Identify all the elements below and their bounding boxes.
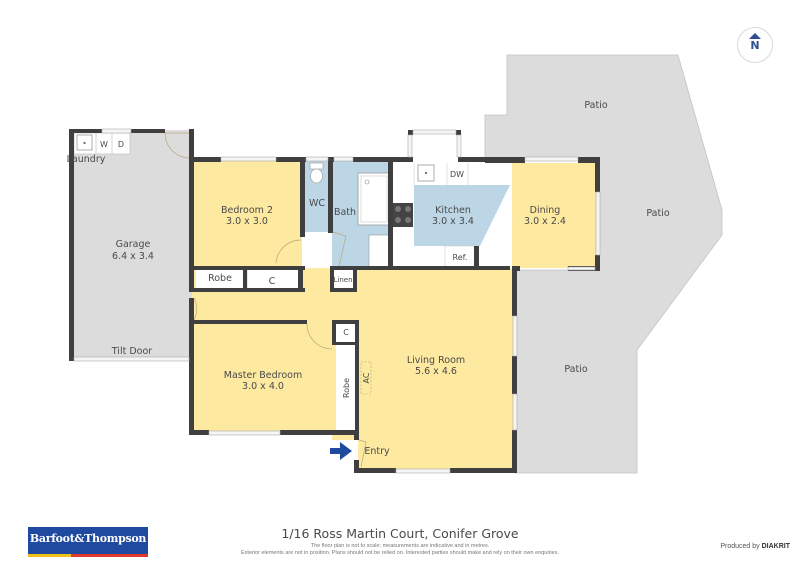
garage-area <box>70 130 192 360</box>
robe-1-label: Robe <box>208 273 232 284</box>
cooktop-icon <box>393 203 413 227</box>
kitchen-size: 3.0 x 3.4 <box>432 216 474 227</box>
producer-brand: DIAKRIT <box>761 543 790 550</box>
entry-arrow-icon <box>330 442 352 460</box>
bedroom-2-label: Bedroom 2 <box>221 205 273 216</box>
fridge-label: Ref. <box>453 253 468 262</box>
bedroom-2-size: 3.0 x 3.0 <box>226 216 268 227</box>
agency-logo: Barfoot&Thompson <box>28 527 148 557</box>
windows <box>73 128 601 474</box>
laundry-label: Laundry <box>67 154 106 165</box>
agency-logo-text: Barfoot&Thompson <box>29 532 147 545</box>
dining-label: Dining <box>530 205 561 216</box>
kitchen-label: Kitchen <box>435 205 471 216</box>
robe-2 <box>336 345 358 430</box>
toilet-icon <box>309 162 324 170</box>
garage-size: 6.4 x 3.4 <box>112 251 154 262</box>
north-compass: N <box>737 27 773 63</box>
robe-1 <box>196 268 243 290</box>
master-bedroom-area <box>192 322 334 432</box>
linen-label: Linen <box>333 276 352 284</box>
dryer-label: D <box>118 140 124 149</box>
master-bedroom-label: Master Bedroom <box>224 370 302 381</box>
patio-bottom-label: Patio <box>564 364 587 375</box>
closet-2-label: C <box>343 328 349 337</box>
vanity-icon <box>368 234 391 269</box>
producer-prefix: Produced by <box>720 543 760 550</box>
disclaimer-line-2: Exterior elements are not in position. P… <box>241 550 559 556</box>
dining-size: 3.0 x 2.4 <box>524 216 566 227</box>
ac-label: AC <box>362 372 371 383</box>
entry-label: Entry <box>364 446 390 457</box>
north-arrow-icon <box>749 33 761 39</box>
tilt-door-label: Tilt Door <box>111 346 152 357</box>
linen-cupboard <box>333 270 353 288</box>
compass-label: N <box>750 39 760 52</box>
closet-1-label: C <box>269 276 276 287</box>
living-room-label: Living Room <box>407 355 465 366</box>
producer-credit: Produced by DIAKRIT <box>680 543 790 550</box>
closet-1 <box>248 270 300 292</box>
wc-label: WC <box>309 198 325 209</box>
door-swings <box>164 132 367 468</box>
logo-stripe-yellow <box>28 554 71 557</box>
property-address: 1/16 Ross Martin Court, Conifer Grove <box>281 526 519 541</box>
bath-label: Bath <box>334 207 356 218</box>
disclaimer-line-1: The floor plan is not to scale; measurem… <box>310 543 490 549</box>
patio-top-label: Patio <box>584 100 607 111</box>
living-room-size: 5.6 x 4.6 <box>415 366 457 377</box>
robe-2-label: Robe <box>342 378 351 398</box>
logo-stripe-red <box>71 554 148 557</box>
washer-label: W <box>100 140 108 149</box>
kitchen-area <box>414 185 510 246</box>
dishwasher-label: DW <box>450 170 464 179</box>
walls <box>69 129 600 473</box>
master-bedroom-size: 3.0 x 4.0 <box>242 381 284 392</box>
ac-unit <box>360 361 372 395</box>
patio-right-label: Patio <box>646 208 669 219</box>
garage-label: Garage <box>116 239 151 250</box>
closet-2 <box>336 322 356 342</box>
